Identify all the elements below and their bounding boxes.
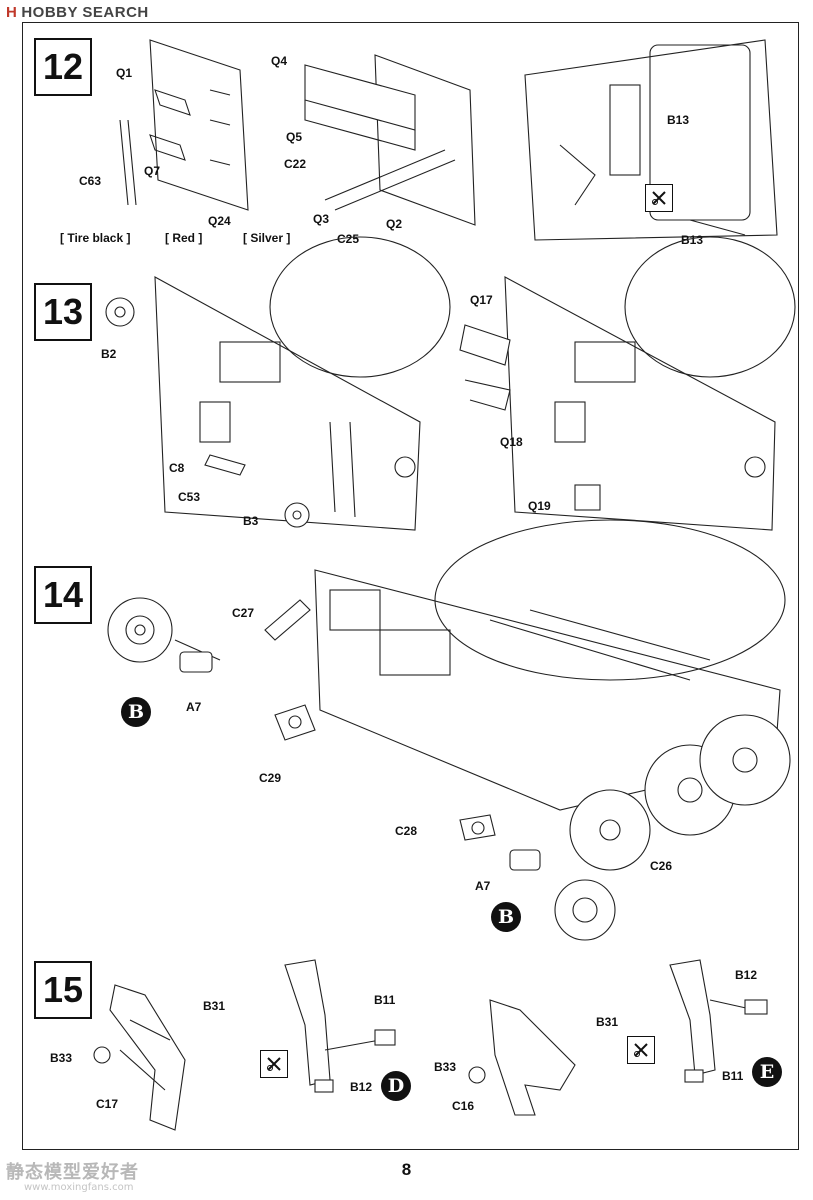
label-q1: Q1 <box>116 66 133 80</box>
step-15-tow-bracket-mid-left <box>284 959 396 1093</box>
label-q7: Q7 <box>144 164 161 178</box>
hobby-search-logo: H HOBBY SEARCH <box>6 4 149 21</box>
label-q19: Q19 <box>528 499 551 513</box>
logo-text: HOBBY SEARCH <box>21 4 149 21</box>
label-q24: Q24 <box>208 214 231 228</box>
label-c53: C53 <box>178 490 201 504</box>
step-12-stowage-box <box>304 54 476 226</box>
step-12-bracket-assembly <box>119 39 249 211</box>
paint-silver: [ Silver ] <box>243 231 291 245</box>
step-14-front-sprocket-parts <box>107 597 316 741</box>
step-number-13: 13 <box>34 283 92 341</box>
step-15-tow-bracket-right <box>669 959 768 1083</box>
label-c25: C25 <box>337 232 360 246</box>
callout-badge-d: D <box>381 1071 411 1101</box>
label-q5: Q5 <box>286 130 303 144</box>
step-15-tow-bracket-mid-right <box>468 999 576 1116</box>
step-13-hull-right <box>504 236 796 531</box>
label-b33-right: B33 <box>434 1060 457 1074</box>
label-b3: B3 <box>243 514 259 528</box>
page-number: 8 <box>401 1160 412 1179</box>
step-13-loose-parts <box>105 297 601 528</box>
label-b13-top: B13 <box>667 113 690 127</box>
label-c26: C26 <box>650 859 673 873</box>
callout-badge-b-right: B <box>491 902 521 932</box>
label-b33-left: B33 <box>50 1051 73 1065</box>
page-frame <box>22 22 799 1150</box>
paint-red: [ Red ] <box>165 231 203 245</box>
label-a7-right: A7 <box>475 879 491 893</box>
label-q4: Q4 <box>271 54 288 68</box>
logo-mark: H <box>6 4 18 21</box>
label-c22: C22 <box>284 157 307 171</box>
label-c8: C8 <box>169 461 185 475</box>
label-c27: C27 <box>232 606 255 620</box>
do-not-cut-icon <box>645 184 673 212</box>
callout-badge-b-left: B <box>121 697 151 727</box>
step-number-14: 14 <box>34 566 92 624</box>
do-not-cut-icon-step15-right <box>627 1036 655 1064</box>
paint-tire-black: [ Tire black ] <box>60 231 131 245</box>
label-b11-right: B11 <box>722 1069 744 1083</box>
label-b2: B2 <box>101 347 117 361</box>
step-14-rear-wheel-parts <box>459 814 616 941</box>
label-b12-right: B12 <box>735 968 758 982</box>
label-c28: C28 <box>395 824 418 838</box>
label-c17: C17 <box>96 1097 119 1111</box>
label-q3: Q3 <box>313 212 330 226</box>
label-q18: Q18 <box>500 435 523 449</box>
step-14-hull-with-wheels <box>314 519 791 871</box>
label-q17: Q17 <box>470 293 493 307</box>
label-b31-left: B31 <box>203 999 226 1013</box>
label-b13-bottom: B13 <box>681 233 704 247</box>
label-c16: C16 <box>452 1099 475 1113</box>
label-a7-left: A7 <box>186 700 202 714</box>
label-b11-left: B11 <box>374 993 396 1007</box>
watermark-url: www.moxingfans.com <box>24 1182 134 1193</box>
step-number-12: 12 <box>34 38 92 96</box>
step-12-hull-side-detail <box>524 39 778 241</box>
label-q2: Q2 <box>386 217 403 231</box>
do-not-cut-icon-step15-left <box>260 1050 288 1078</box>
callout-badge-e: E <box>752 1057 782 1087</box>
step-number-15: 15 <box>34 961 92 1019</box>
step-15-tow-bracket-left <box>93 984 186 1131</box>
label-c29: C29 <box>259 771 282 785</box>
label-b31-right: B31 <box>596 1015 619 1029</box>
watermark: 静态模型爱好者 <box>6 1162 139 1183</box>
label-c63: C63 <box>79 174 102 188</box>
label-b12-left: B12 <box>350 1080 373 1094</box>
